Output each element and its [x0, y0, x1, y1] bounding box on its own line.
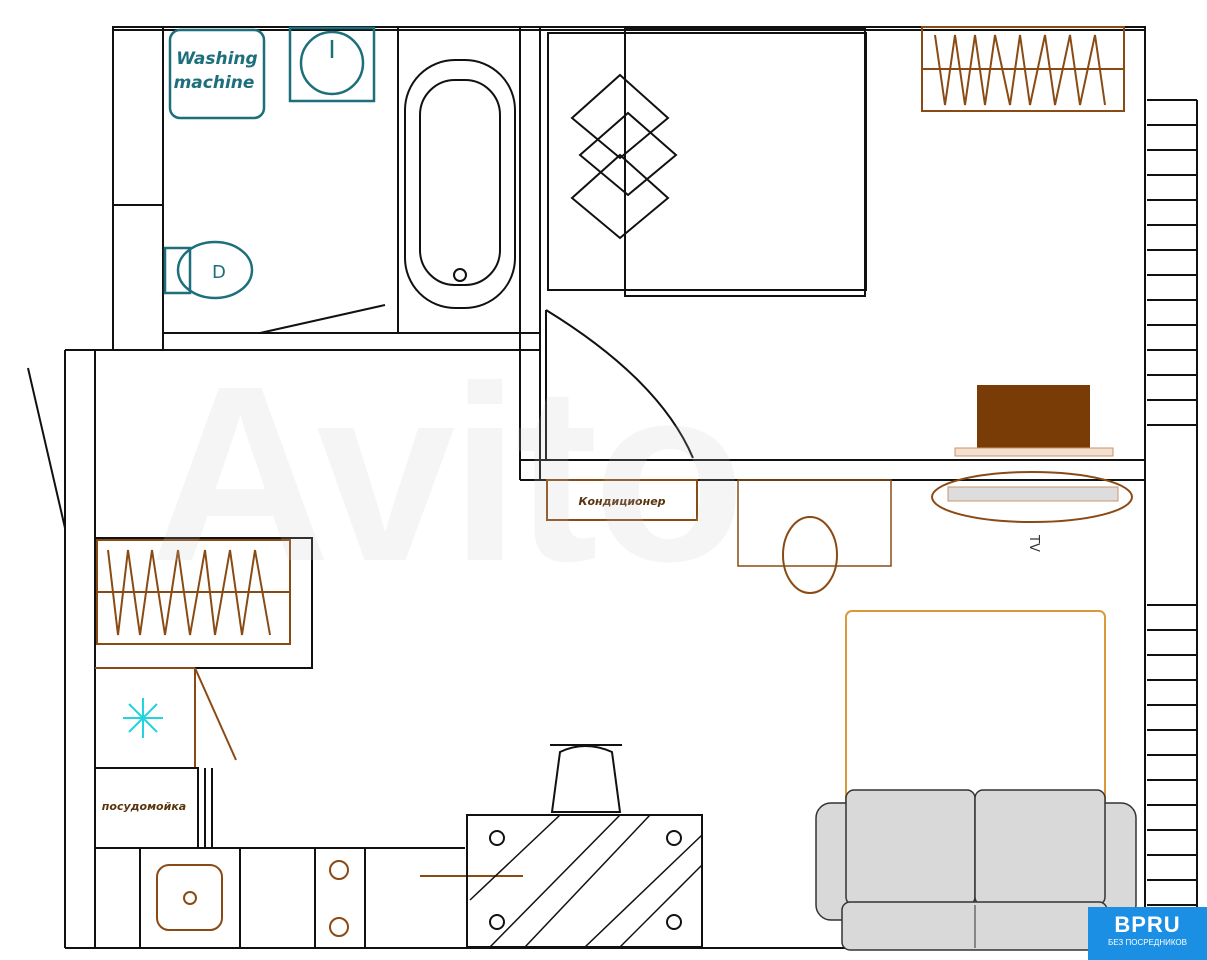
- toilet: D: [163, 240, 254, 300]
- bed: [547, 27, 867, 297]
- bpru-badge: BPRU БЕЗ ПОСРЕДНИКОВ: [1088, 907, 1207, 960]
- washing-machine-label: Washing: [176, 49, 257, 69]
- badge-title: BPRU: [1114, 912, 1181, 937]
- svg-text:D: D: [212, 262, 226, 283]
- bathroom-sink: [288, 26, 376, 103]
- desk: [737, 479, 892, 594]
- wardrobe-bedroom: [921, 26, 1125, 112]
- window-right: [1147, 99, 1197, 906]
- dining-table: [466, 744, 703, 948]
- watermark: Avito: [150, 334, 746, 613]
- tv-stand: TV: [931, 385, 1133, 552]
- bathtub: [404, 59, 516, 309]
- air-conditioner-label: Кондиционер: [578, 495, 665, 508]
- washing-machine: Washing machine: [168, 28, 266, 120]
- badge-subtitle: БЕЗ ПОСРЕДНИКОВ: [1108, 938, 1187, 947]
- tv-label: TV: [1026, 534, 1041, 552]
- wardrobe-hall: [94, 537, 313, 669]
- door-swing: [545, 309, 694, 459]
- air-conditioner: Кондиционер: [546, 479, 698, 521]
- washing-machine-label-2: machine: [174, 73, 255, 93]
- sofa-bed: [815, 610, 1137, 951]
- dishwasher-label: посудомойка: [102, 800, 186, 813]
- kitchen: посудомойка: [94, 667, 523, 948]
- fridge-snowflake-icon: [123, 698, 163, 738]
